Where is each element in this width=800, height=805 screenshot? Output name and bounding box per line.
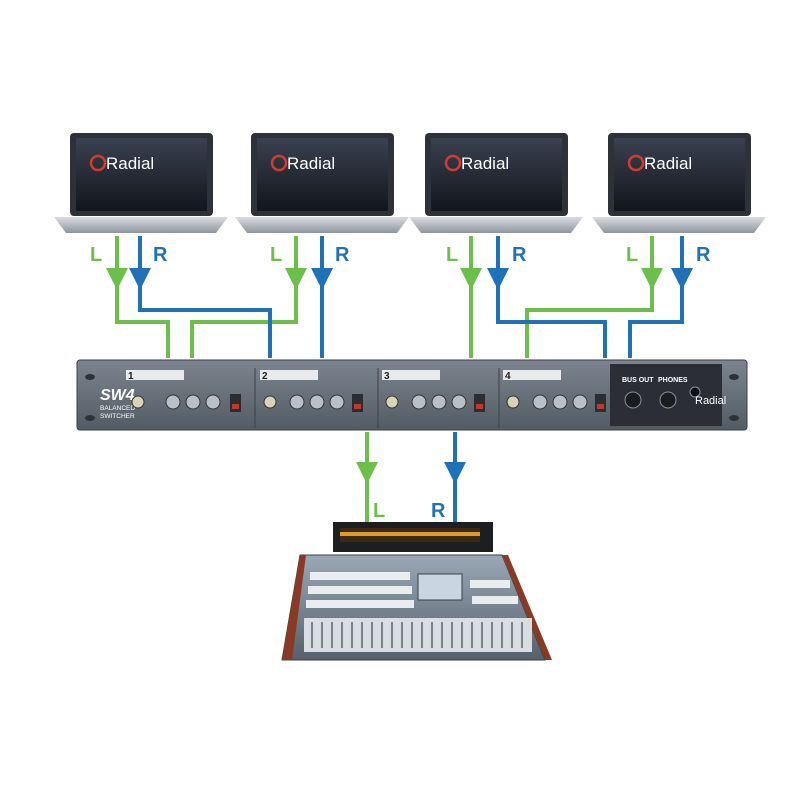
channel-number: 1 [128, 371, 134, 382]
arrow-icon [671, 268, 693, 290]
channel-number: 2 [262, 371, 268, 382]
knob-icon [552, 394, 568, 410]
right-label: R [696, 244, 711, 266]
radial-logo-icon [627, 154, 645, 172]
on-button [131, 395, 145, 409]
pfl-switch [230, 394, 241, 412]
arrow-icon [106, 268, 128, 290]
laptop-brand: Radial [287, 154, 335, 173]
model-name: SW4 [100, 387, 135, 404]
pfl-switch [474, 394, 485, 412]
right-label: R [153, 244, 168, 266]
on-button [263, 395, 277, 409]
headphone-jack-icon [689, 386, 701, 398]
arrow-icon [356, 462, 378, 484]
phones-knob-icon [659, 391, 677, 409]
master-section: BUS OUT PHONES Radial [610, 364, 726, 426]
model-subtitle-1: BALANCED [100, 405, 135, 412]
laptop-brand: Radial [461, 154, 509, 173]
knob-icon [451, 394, 467, 410]
left-arrow-heads [106, 268, 663, 290]
right-label: R [512, 244, 527, 266]
arrow-icon [311, 268, 333, 290]
knob-icon [165, 394, 181, 410]
radial-logo-icon [270, 154, 288, 172]
knob-icon [572, 394, 588, 410]
channel-number: 4 [505, 371, 511, 382]
switcher-brand: Radial [695, 395, 726, 407]
output-right-label: R [431, 500, 446, 522]
channel-strip-3: 3 [382, 370, 485, 412]
arrow-icon [129, 268, 151, 290]
laptop-2: Radial [235, 133, 409, 233]
bus-out-knob-icon [624, 391, 642, 409]
laptop-4: Radial [592, 133, 766, 233]
laptop-channel-labels: L R L R L R L R [90, 244, 711, 266]
arrow-icon [487, 268, 509, 290]
knob-icon [411, 394, 427, 410]
output-left-label: L [373, 500, 385, 522]
mixing-console [281, 522, 552, 661]
left-label: L [90, 244, 102, 266]
channel-strip-4: 4 [503, 370, 606, 412]
laptop-brand: Radial [106, 154, 154, 173]
arrow-icon [460, 268, 482, 290]
pfl-switch [352, 394, 363, 412]
knob-icon [532, 394, 548, 410]
left-label: L [446, 244, 458, 266]
on-button [506, 395, 520, 409]
knob-icon [205, 394, 221, 410]
channel-strip-2: 2 [260, 370, 363, 412]
laptop-1: Radial [54, 133, 228, 233]
radial-logo-icon [444, 154, 462, 172]
arrow-icon [285, 268, 307, 290]
right-arrow-heads [129, 268, 693, 290]
channel-number: 3 [384, 371, 390, 382]
knob-icon [289, 394, 305, 410]
knob-icon [329, 394, 345, 410]
knob-icon [309, 394, 325, 410]
arrow-icon [641, 268, 663, 290]
sw4-switcher: SW4 BALANCED SWITCHER 1 2 3 [76, 359, 748, 431]
left-label: L [270, 244, 282, 266]
channel-strip-1: 1 [126, 370, 241, 412]
knob-icon [185, 394, 201, 410]
laptop-brand: Radial [644, 154, 692, 173]
laptop-3: Radial [409, 133, 583, 233]
left-label: L [626, 244, 638, 266]
pfl-switch [595, 394, 606, 412]
phones-label: PHONES [658, 377, 688, 384]
bus-out-label: BUS OUT [622, 377, 654, 384]
left-signal-cables [115, 236, 654, 358]
radial-logo-icon [89, 154, 107, 172]
right-signal-cables [138, 236, 684, 358]
right-label: R [335, 244, 350, 266]
on-button [385, 395, 399, 409]
arrow-icon [444, 462, 466, 484]
model-subtitle-2: SWITCHER [100, 413, 135, 420]
knob-icon [431, 394, 447, 410]
